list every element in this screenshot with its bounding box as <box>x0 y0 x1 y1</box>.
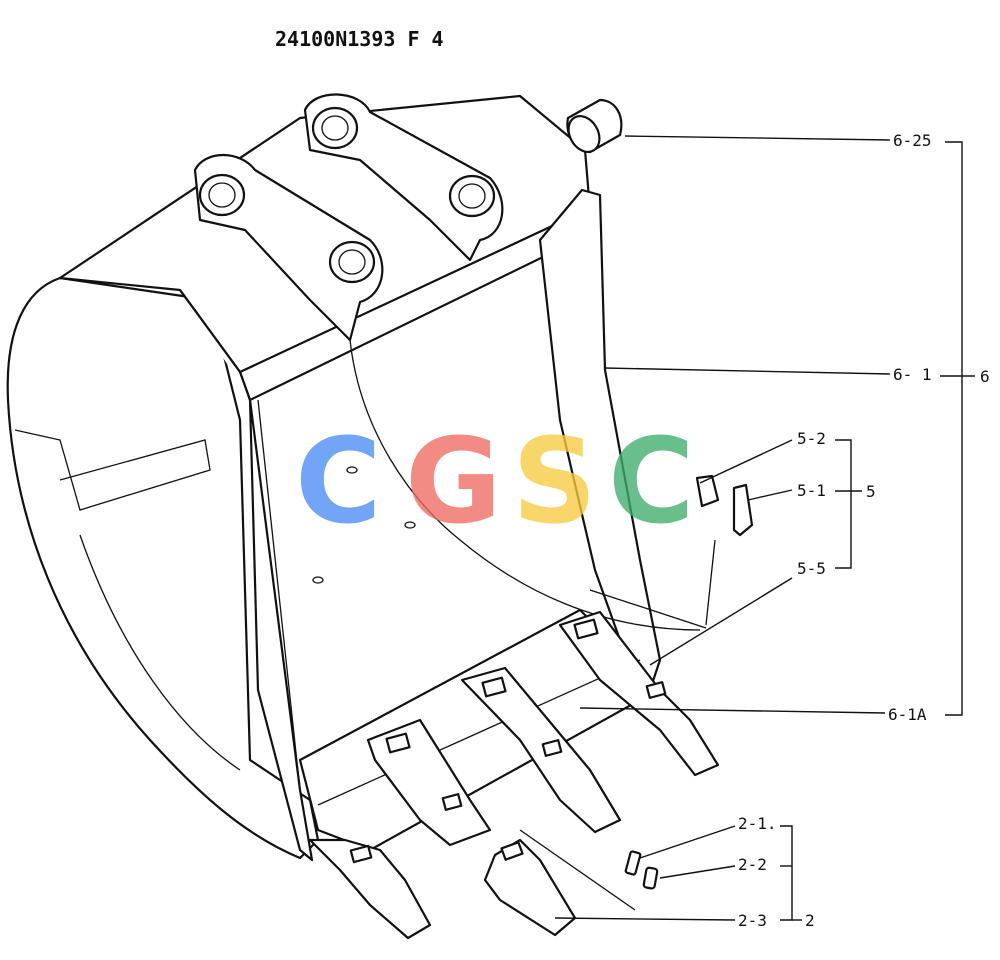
label-5-5: 5-5 <box>797 559 826 578</box>
label-6-25: 6-25 <box>893 131 932 150</box>
tooth-pin-part <box>624 850 642 876</box>
label-6: 6 <box>980 367 990 386</box>
leader-lines <box>554 135 975 921</box>
bucket-side-shell <box>6 276 320 860</box>
side-lock-part <box>732 483 754 537</box>
label-5: 5 <box>866 482 876 501</box>
tooth-lock-part <box>642 866 659 890</box>
bucket-drawing <box>6 93 754 940</box>
label-2: 2 <box>805 911 815 930</box>
watermark: C G S C <box>295 412 695 550</box>
watermark-letter-1: C <box>295 412 382 550</box>
pin-boss-3 <box>328 240 376 284</box>
pin-boss-1 <box>198 173 246 217</box>
side-pin-part <box>695 474 720 508</box>
bucket-left-edge <box>179 289 314 862</box>
tooth-adapters <box>308 610 720 940</box>
label-5-1: 5-1 <box>797 481 826 500</box>
label-5-2: 5-2 <box>797 429 826 448</box>
label-6-1: 6- 1 <box>893 365 932 384</box>
label-2-3: 2-3 <box>738 911 767 930</box>
diagram-title: 24100N1393 F 4 <box>275 27 444 51</box>
watermark-letter-4: C <box>608 412 695 550</box>
loose-tooth-part <box>483 838 577 937</box>
watermark-letter-3: S <box>512 412 597 550</box>
watermark-letter-2: G <box>405 412 502 550</box>
label-6-1A: 6-1A <box>888 705 927 724</box>
bushing-part <box>566 98 623 154</box>
pin-boss-4 <box>448 174 496 218</box>
pin-boss-2 <box>311 106 359 150</box>
label-2-1: 2-1. <box>738 814 777 833</box>
label-2-2: 2-2 <box>738 855 767 874</box>
